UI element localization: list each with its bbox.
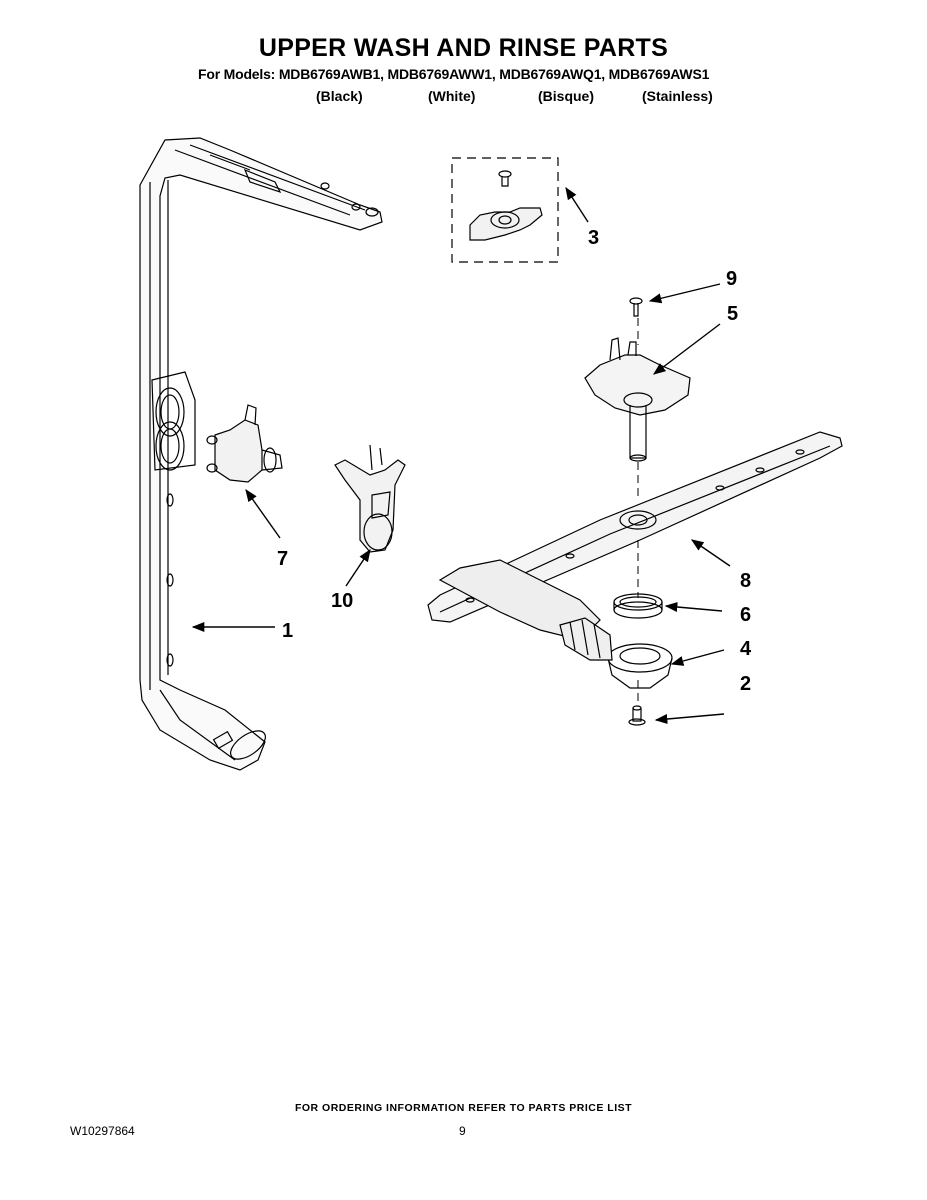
callout-5: 5 xyxy=(727,303,738,325)
color-label-black: (Black) xyxy=(316,88,363,104)
callout-arrow-4 xyxy=(670,649,725,666)
callout-arrow-3 xyxy=(565,186,589,223)
callout-6: 6 xyxy=(740,604,751,626)
screw-part-9 xyxy=(629,297,643,317)
bracket-part xyxy=(334,444,406,553)
callout-7: 7 xyxy=(277,548,288,570)
color-label-white: (White) xyxy=(428,88,476,104)
upper-spray-arm-mount-part xyxy=(451,157,559,263)
color-label-bisque: (Bisque) xyxy=(538,88,594,104)
seal-ring-part xyxy=(613,593,663,619)
callout-arrow-5 xyxy=(652,323,721,375)
callout-3: 3 xyxy=(588,227,599,249)
callout-arrow-7 xyxy=(245,488,281,539)
callout-arrow-2 xyxy=(654,713,725,725)
model-list: For Models: MDB6769AWB1, MDB6769AWW1, MD… xyxy=(198,66,710,82)
callout-4: 4 xyxy=(740,638,752,660)
diverter-valve-part xyxy=(206,404,283,483)
callout-8: 8 xyxy=(740,570,751,592)
callout-2: 2 xyxy=(740,673,751,695)
callout-9: 9 xyxy=(726,268,737,290)
callout-arrow-8 xyxy=(690,539,731,567)
callout-1: 1 xyxy=(282,620,293,642)
color-label-stainless: (Stainless) xyxy=(642,88,713,104)
supply-tube-part xyxy=(139,137,383,771)
page-number: 9 xyxy=(459,1124,466,1138)
page-title: UPPER WASH AND RINSE PARTS xyxy=(258,34,669,62)
hub-part xyxy=(559,617,673,689)
callout-arrow-10 xyxy=(345,548,371,587)
callout-10: 10 xyxy=(331,590,353,612)
lower-spray-arm-part xyxy=(427,431,843,641)
callout-arrow-9 xyxy=(648,283,721,304)
document-number: W10297864 xyxy=(70,1124,135,1138)
spray-arm-bearing-part xyxy=(584,337,691,462)
screw-part-2 xyxy=(628,705,646,726)
callout-arrow-6 xyxy=(664,601,723,613)
ordering-note: FOR ORDERING INFORMATION REFER TO PARTS … xyxy=(294,1102,633,1114)
